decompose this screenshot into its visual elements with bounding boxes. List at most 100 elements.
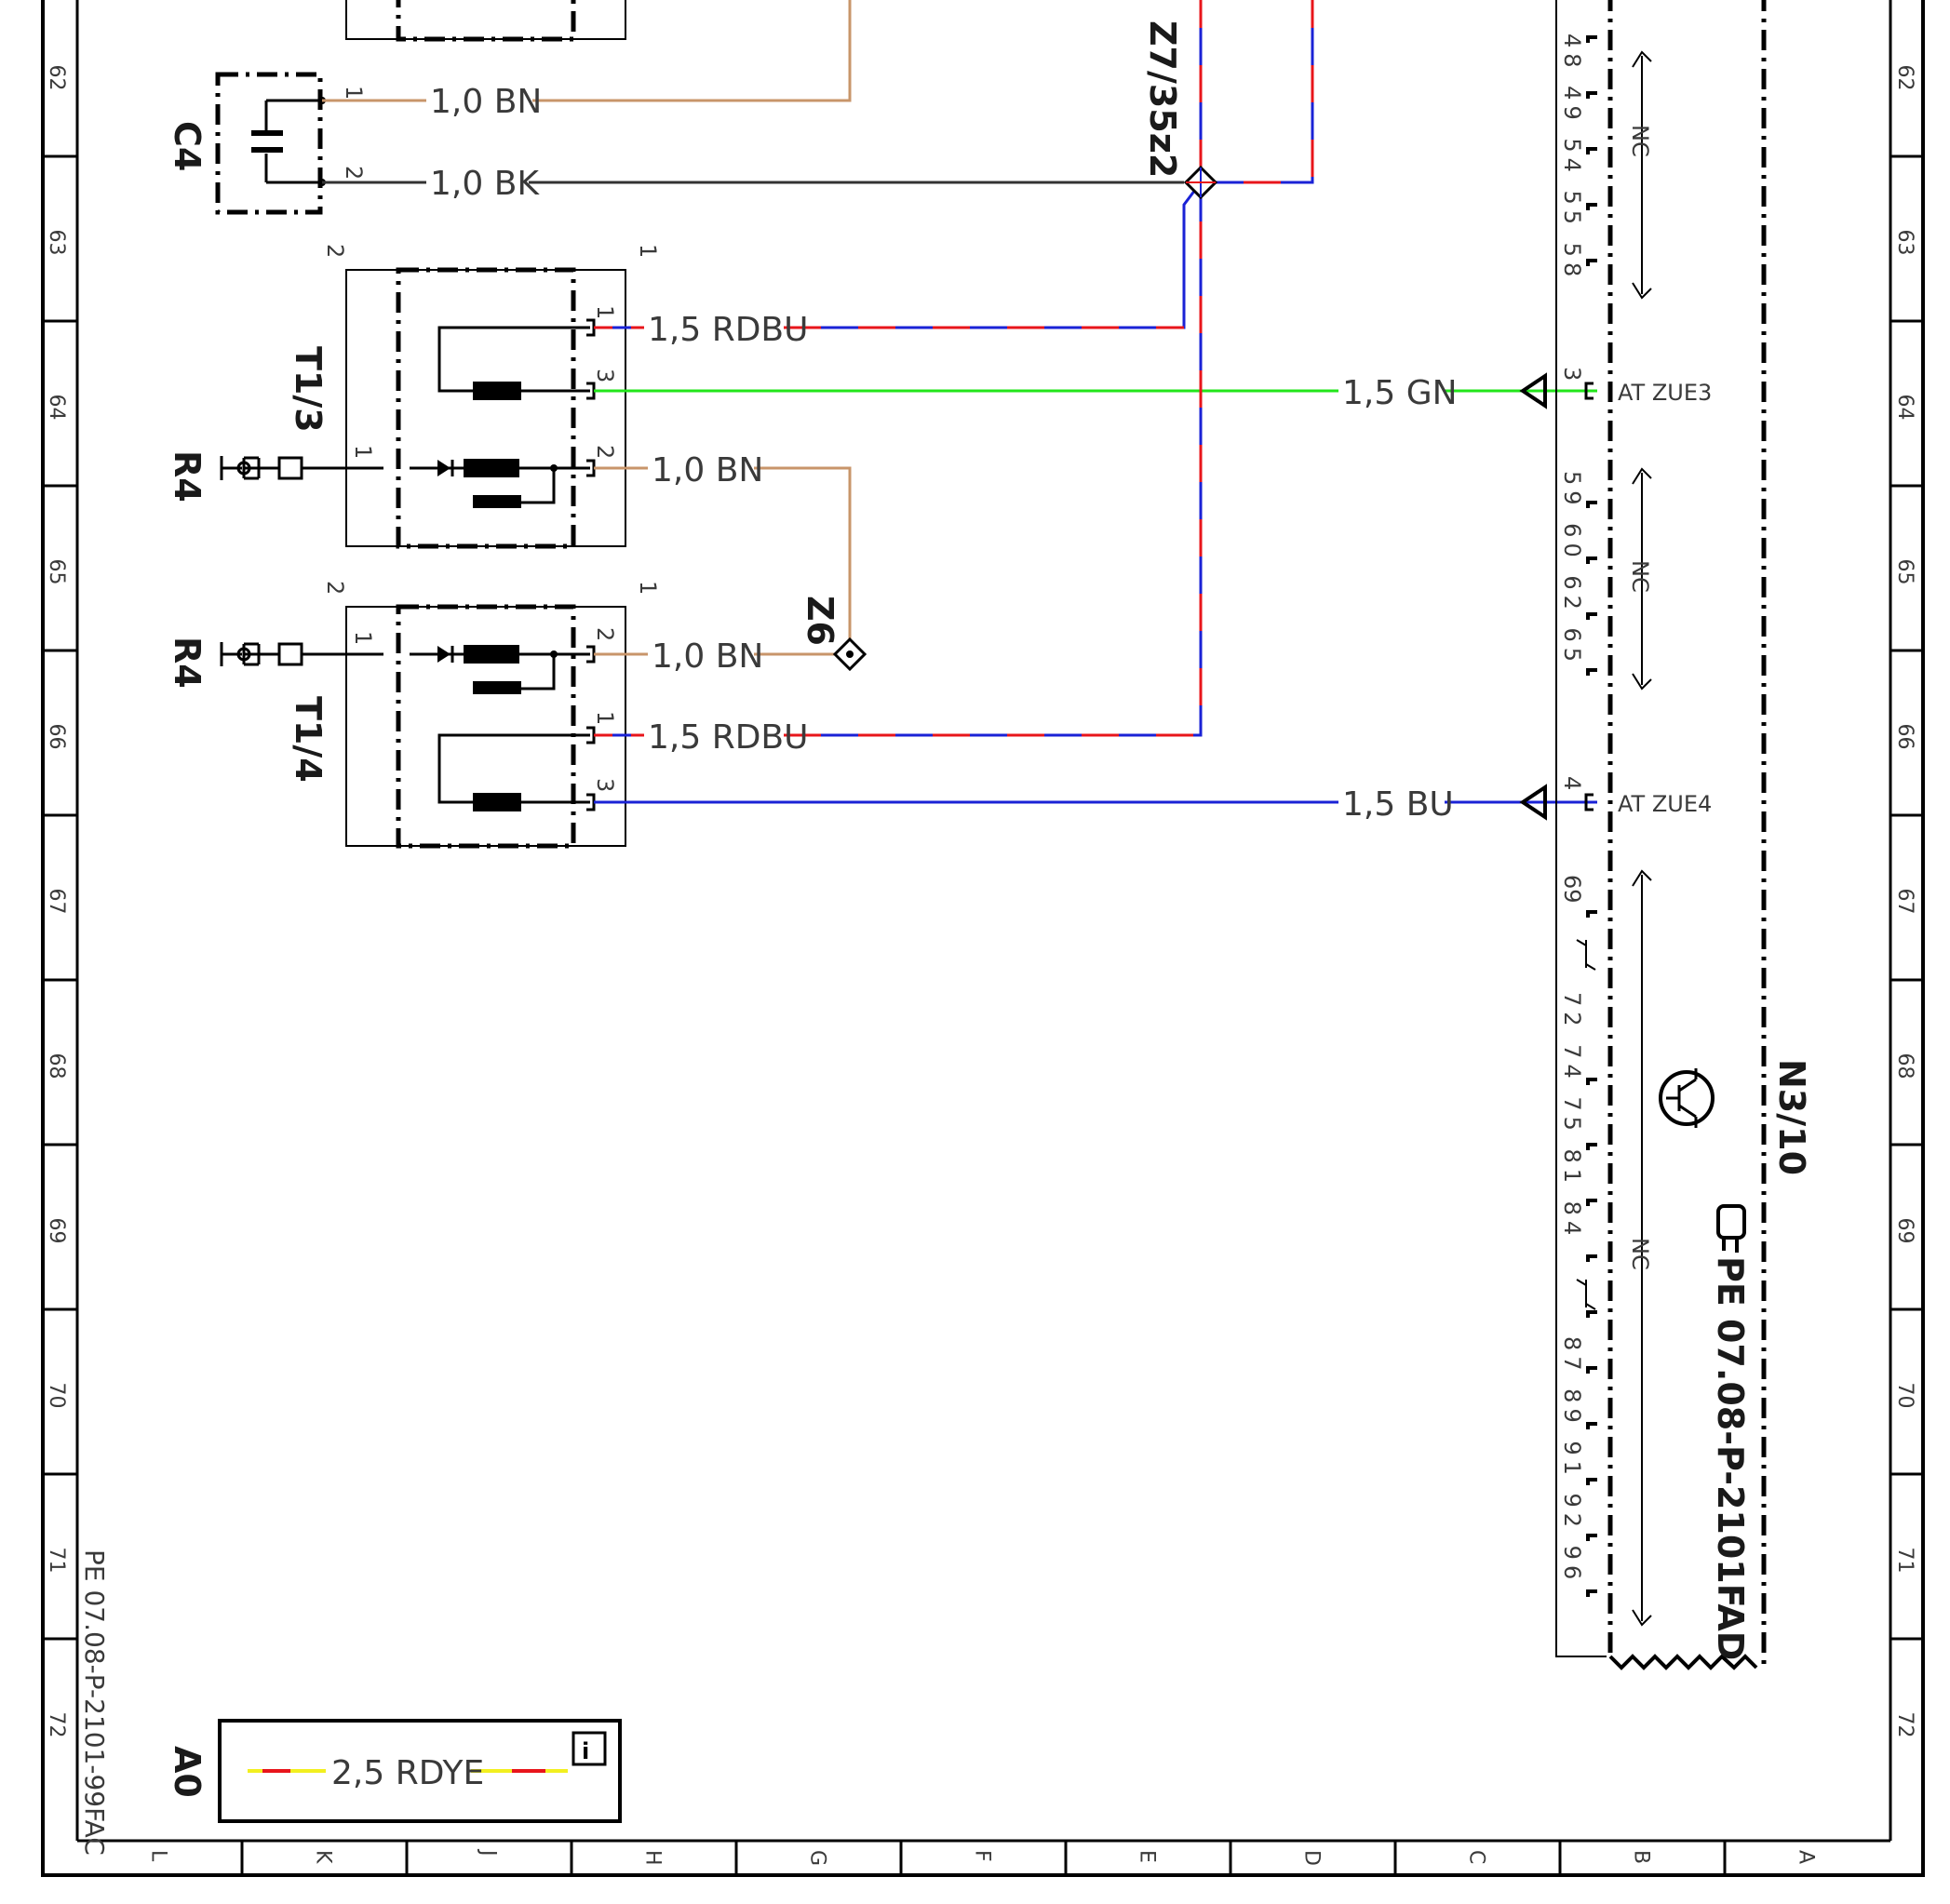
svg-text:2: 2 [322, 244, 348, 258]
row-label-left: 64 [45, 395, 68, 421]
row-ticks [43, 154, 1923, 1641]
control-unit-n3-10 [1519, 0, 1767, 1670]
row-label-right: 68 [1893, 1053, 1916, 1079]
n3-10-label: N3/10 [1771, 1059, 1812, 1175]
wire-t13-pin1-blue [594, 181, 1203, 329]
svg-text:2: 2 [592, 445, 618, 459]
z7-label: Z7/35z2 [1142, 20, 1183, 178]
row-label-left: 68 [45, 1053, 68, 1079]
column-label: E [1136, 1850, 1159, 1863]
svg-text:1: 1 [592, 305, 618, 319]
row-label-left: 69 [45, 1218, 68, 1244]
column-ticks [240, 1841, 1727, 1875]
row-label-left: 65 [45, 559, 68, 585]
outer-frame [41, 0, 1925, 1877]
column-label: J [477, 1848, 500, 1857]
wire-c4-pin1 [322, 0, 852, 102]
row-label-left: 71 [45, 1548, 68, 1574]
row-label-left: 62 [45, 65, 68, 91]
z6-label: Z6 [800, 596, 841, 646]
spark-plug-r4-top [220, 456, 309, 480]
svg-text:1: 1 [635, 581, 661, 595]
row-labels-right: 62 63 64 65 66 67 68 69 70 71 72 [1893, 65, 1916, 1738]
column-label: H [641, 1850, 665, 1866]
r4-top-label: R4 [167, 450, 208, 503]
partial-box-top [345, 0, 626, 40]
row-label-right: 66 [1893, 724, 1916, 750]
nc-label-2: NC [1627, 560, 1653, 593]
info-icon[interactable]: i [572, 1731, 607, 1766]
nc-label-3: NC [1627, 1238, 1653, 1270]
row-label-right: 65 [1893, 559, 1916, 585]
a0-label: A0 [167, 1746, 208, 1798]
connector-label-zue3: AT ZUE3 [1618, 380, 1712, 406]
wire-label-t13-pin1: 1,5 RDBU [648, 311, 808, 349]
row-label-right: 63 [1893, 230, 1916, 256]
column-label: K [312, 1850, 335, 1864]
splice-z7 [1183, 165, 1218, 200]
spark-plug-r4-bottom [220, 642, 309, 666]
row-label-right: 71 [1893, 1548, 1916, 1574]
connector-pins-mid: 59 60 62 65 [1559, 471, 1585, 667]
capacitor-c4: C4 1 2 [167, 72, 367, 215]
row-labels-left: 62 63 64 65 66 67 68 69 70 71 72 [45, 65, 68, 1738]
ignition-coil-t1-4: 2 1 T1/4 2 1 3 1 R4 [167, 581, 661, 849]
connector-pin-zue4: 4 [1559, 776, 1585, 790]
wire-label-t13-pin3: 1,5 GN [1342, 374, 1458, 412]
column-label: D [1300, 1850, 1324, 1866]
doc-ref-right: PE 07.08-P-2101FAD [1710, 1256, 1751, 1660]
row-label-right: 72 [1893, 1712, 1916, 1738]
svg-text:2: 2 [322, 581, 348, 595]
svg-text:3: 3 [592, 369, 618, 382]
svg-text:1: 1 [350, 445, 376, 459]
splice-z6 [832, 637, 867, 672]
nc-label-1: NC [1627, 125, 1653, 157]
row-label-left: 63 [45, 230, 68, 256]
doc-id-left: PE 07.08-P-2101-99FAC [79, 1549, 110, 1856]
column-label: C [1465, 1850, 1488, 1864]
column-label: L [147, 1850, 170, 1862]
r4-bottom-label: R4 [167, 637, 208, 689]
legend-a0: 2,5 RDYE i [218, 1719, 622, 1823]
column-label: A [1795, 1850, 1818, 1864]
svg-text:2: 2 [592, 627, 618, 641]
row-label-right: 64 [1893, 395, 1916, 421]
row-label-left: 66 [45, 724, 68, 750]
wire-label-t14-pin2: 1,0 BN [652, 637, 763, 676]
svg-text:1: 1 [635, 244, 661, 258]
ignition-coil-t1-3: 2 1 T1/3 1 3 2 1 R4 [167, 244, 661, 549]
row-label-right: 67 [1893, 889, 1916, 915]
wire-label-t14-pin3: 1,5 BU [1342, 785, 1454, 824]
partial-dash-top [396, 0, 576, 42]
column-label: F [971, 1850, 994, 1862]
connector-pin-69: 69 [1559, 875, 1585, 904]
wire-label-c4-pin1: 1,0 BN [430, 83, 542, 121]
column-label: G [806, 1850, 829, 1866]
svg-text:3: 3 [592, 778, 618, 792]
wire-label-a0: 2,5 RDYE [331, 1754, 484, 1792]
row-label-right: 70 [1893, 1383, 1916, 1409]
svg-text:1: 1 [341, 86, 367, 100]
connector-pin-zue3: 3 [1559, 367, 1585, 381]
wire-t13-pin2 [594, 466, 852, 651]
svg-text:1: 1 [350, 631, 376, 645]
svg-text:1: 1 [592, 711, 618, 725]
column-label: B [1630, 1850, 1653, 1864]
connector-pins-bottom-b: 87 89 91 92 96 [1559, 1336, 1585, 1585]
t1-3-label: T1/3 [288, 346, 329, 433]
wire-label-t14-pin1: 1,5 RDBU [648, 718, 808, 757]
row-label-right: 62 [1893, 65, 1916, 91]
connector-pins-bottom-a: 72 74 75 81 84 [1559, 992, 1585, 1240]
svg-text:i: i [582, 1738, 589, 1764]
wire-label-t13-pin2: 1,0 BN [652, 451, 763, 489]
row-label-left: 70 [45, 1383, 68, 1409]
pointing-hand-icon [1716, 1204, 1746, 1253]
connector-label-zue4: AT ZUE4 [1618, 791, 1712, 817]
c4-label: C4 [167, 121, 208, 171]
row-label-left: 72 [45, 1712, 68, 1738]
row-label-left: 67 [45, 889, 68, 915]
wire-label-c4-pin2: 1,0 BK [430, 165, 540, 203]
row-label-right: 69 [1893, 1218, 1916, 1244]
